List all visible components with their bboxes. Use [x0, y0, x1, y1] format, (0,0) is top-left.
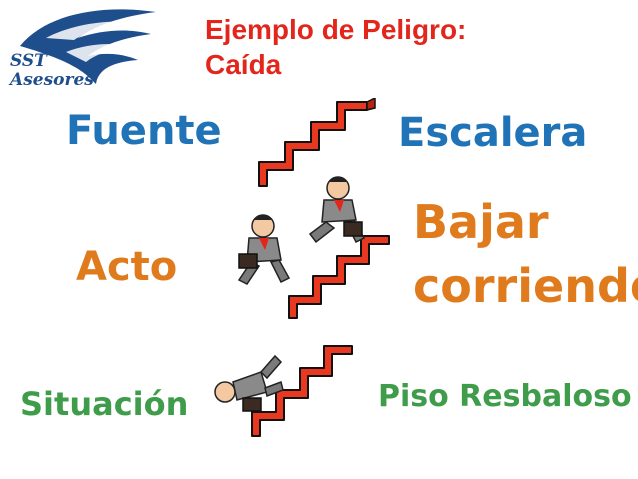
title-line-2: Caída [205, 49, 282, 80]
value-bajar-corriendo: Bajar corriendo [413, 190, 638, 318]
company-logo: SST Asesores [6, 4, 166, 96]
title-line-1: Ejemplo de Peligro: [205, 14, 467, 45]
falling-man-figure-icon [214, 354, 284, 412]
value-line-bajar: Bajar [413, 195, 549, 249]
label-acto: Acto [76, 244, 178, 290]
value-piso-resbaloso: Piso Resbaloso [378, 379, 632, 414]
label-fuente: Fuente [66, 108, 222, 154]
value-line-corriendo: corriendo [413, 259, 638, 313]
running-man-figure-2-icon [308, 176, 366, 244]
label-situacion: Situación [20, 385, 189, 423]
logo-text-sst: SST [10, 51, 47, 71]
value-escalera: Escalera [398, 110, 588, 156]
staircase-2-icon [288, 235, 390, 319]
staircase-1-icon [258, 98, 376, 187]
running-man-figure-icon [237, 214, 291, 285]
slide-title: Ejemplo de Peligro: Caída [205, 12, 466, 82]
logo-text-asesores: Asesores [10, 70, 94, 90]
wing-logo-icon [20, 9, 156, 84]
